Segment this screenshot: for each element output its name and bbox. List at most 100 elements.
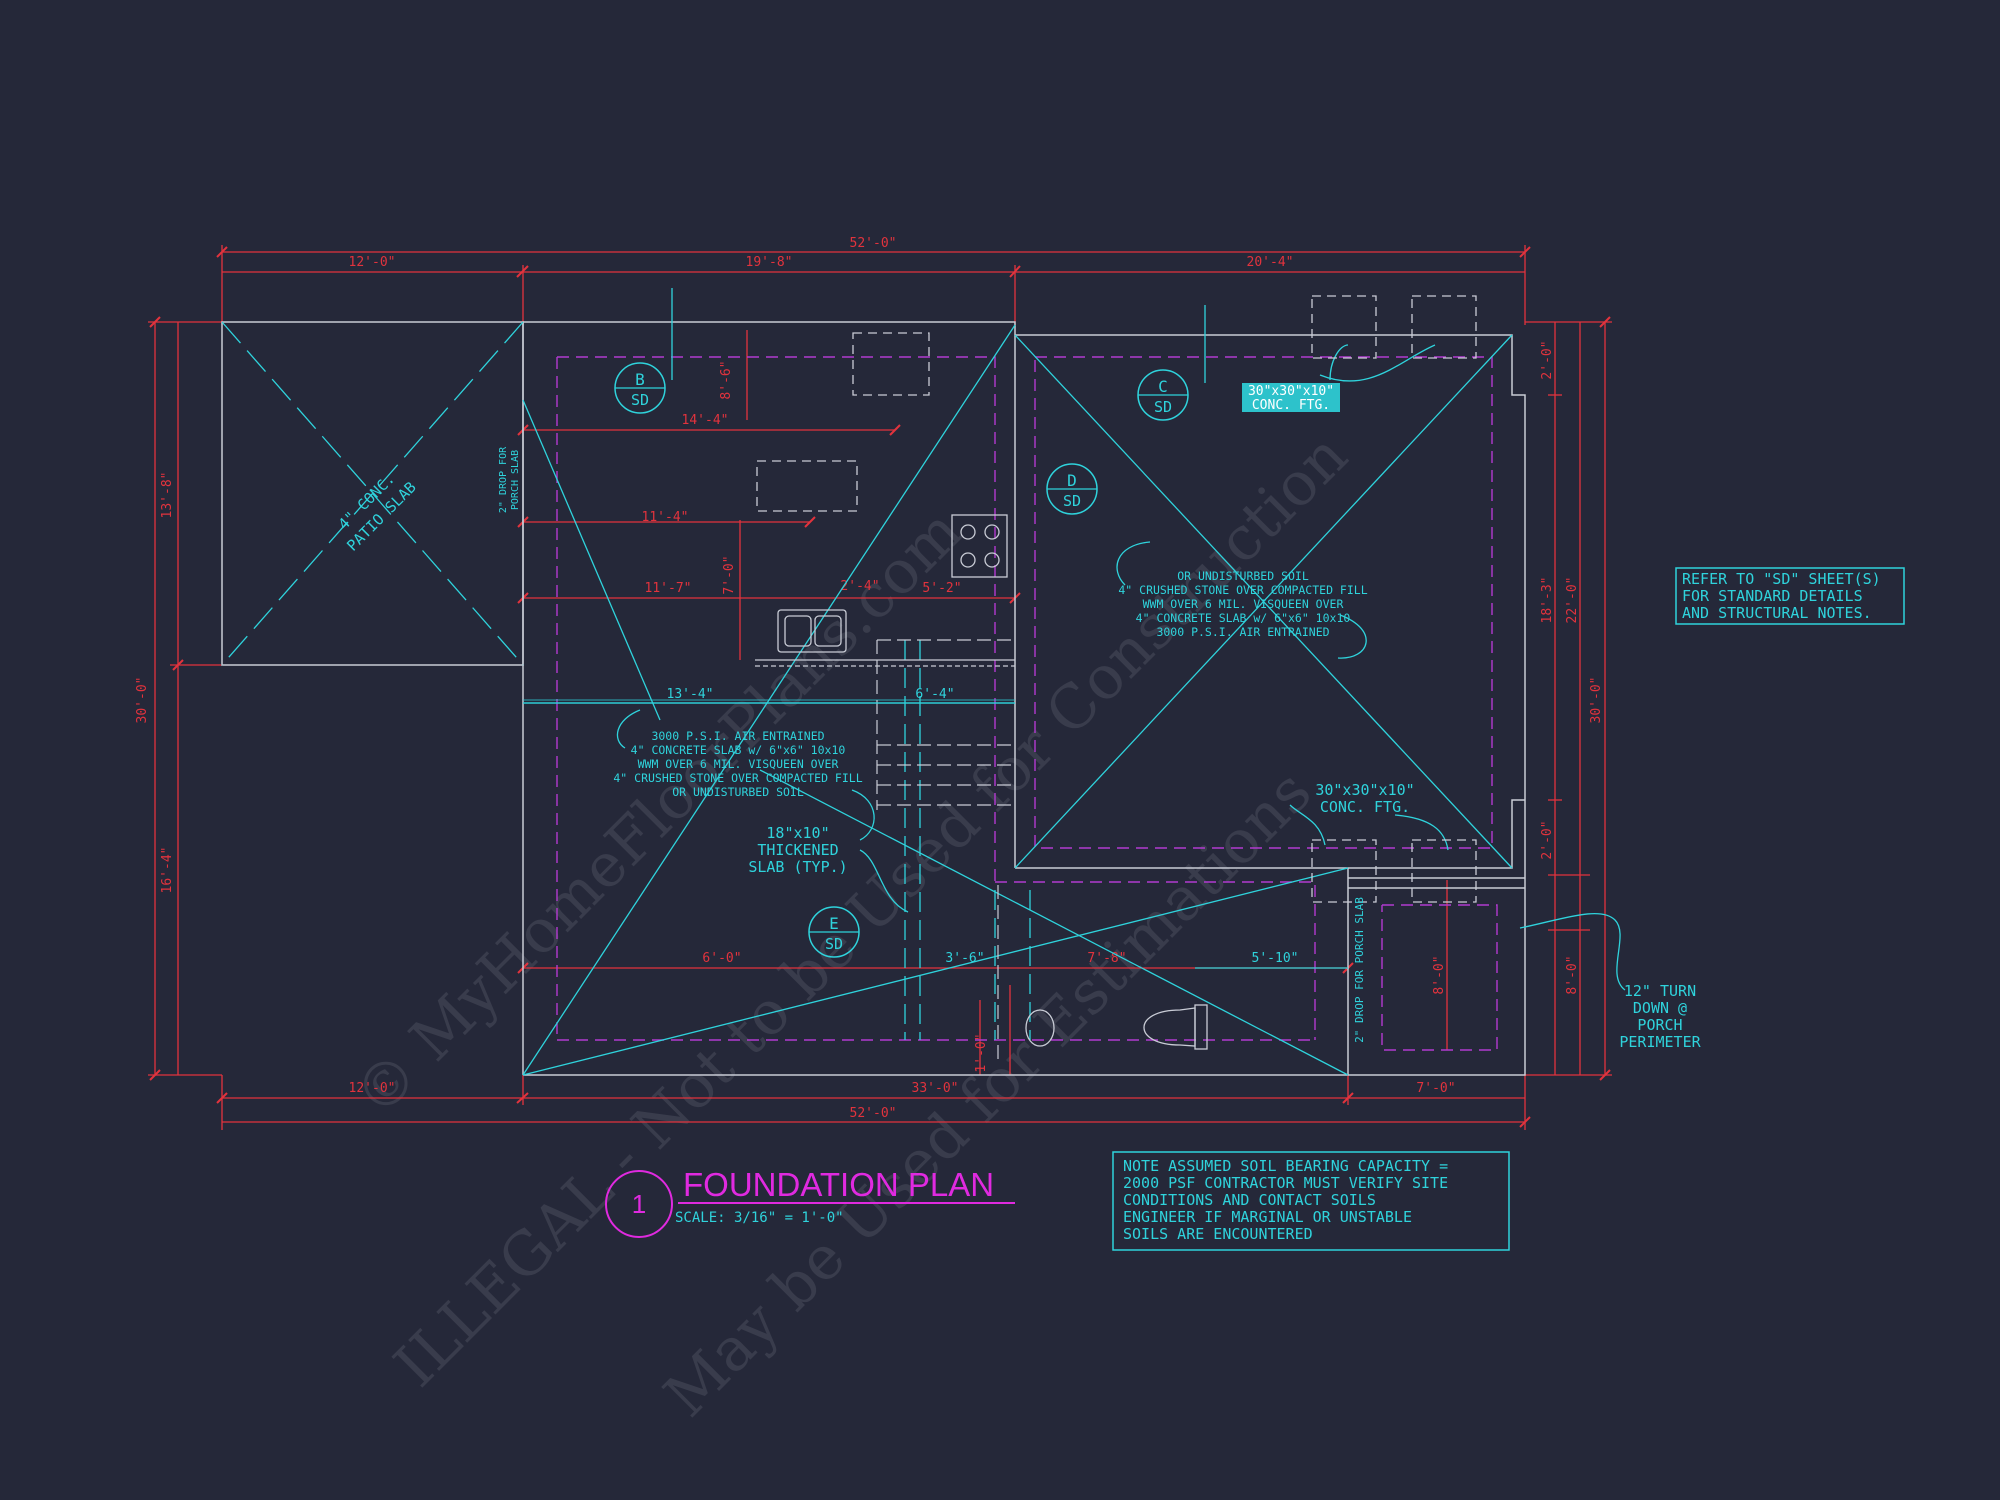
turndown-line: PERIMETER (1619, 1033, 1701, 1051)
dim-14-4: 14'-4" (682, 413, 729, 428)
porch-drop-left-2: PORCH SLAB (510, 450, 521, 510)
dim-11-4: 11'-4" (642, 510, 689, 525)
slab-note-right-line: WWM OVER 6 MIL. VISQUEEN OVER (1143, 597, 1344, 611)
dim-bottom-overall: 52'-0" (850, 1106, 897, 1121)
refer-note-box: REFER TO "SD" SHEET(S) FOR STANDARD DETA… (1675, 567, 1905, 625)
dim-right-seg-5: 8'-0" (1565, 955, 1580, 994)
slab-note-left-line: 4" CONCRETE SLAB w/ 6"x6" 10x10 (631, 743, 846, 757)
section-tag-sheet: SD (631, 391, 649, 409)
drawing-number-circle (605, 1170, 673, 1238)
kitchen-sink (777, 609, 847, 653)
turndown-note: 12" TURN DOWN @ PORCH PERIMETER (1619, 982, 1701, 1051)
turndown-line: DOWN @ (1633, 999, 1687, 1017)
toilet (1143, 1007, 1196, 1047)
bath-walls (876, 639, 1015, 1065)
porch-drop-right: 2" DROP FOR PORCH SLAB (1353, 897, 1366, 1043)
slab-diagonals (221, 288, 1626, 1076)
section-tag-b[interactable]: B SD (614, 362, 666, 414)
dim-right-seg-2: 18'-3" (1540, 577, 1555, 624)
dim-bottom-seg-1: 12'-0" (349, 1081, 396, 1096)
fixtures (755, 514, 1208, 1050)
dimension-lines (148, 245, 1612, 1130)
section-tag-letter: E (829, 914, 839, 933)
dimension-texts: 52'-0" 12'-0" 19'-8" 20'-4" 52'-0" 12'-0… (135, 236, 1604, 1121)
dim-left-overall: 30'-0" (135, 677, 150, 724)
section-tag-letter: C (1158, 377, 1168, 396)
range-fixture (951, 514, 1008, 578)
footing-top-label-1: 30"x30"x10" (1248, 384, 1334, 399)
wall-outlines (221, 321, 1526, 1076)
section-tag-letter: D (1067, 471, 1077, 490)
soil-note-line: 2000 PSF CONTRACTOR MUST VERIFY SITE (1123, 1174, 1448, 1192)
dim-7-8: 7'-8" (1087, 951, 1126, 966)
dim-8-6: 8'-6" (719, 360, 734, 399)
turndown-line: PORCH (1637, 1016, 1682, 1034)
dim-5-2: 5'-2" (922, 581, 961, 596)
dim-8-0: 8'-0" (1432, 955, 1447, 994)
refer-note-line: FOR STANDARD DETAILS (1682, 587, 1863, 605)
section-tag-c[interactable]: C SD (1137, 369, 1189, 421)
dim-top-overall: 52'-0" (850, 236, 897, 251)
slab-note-left: 3000 P.S.I. AIR ENTRAINED 4" CONCRETE SL… (613, 729, 862, 799)
soil-note-line: SOILS ARE ENCOUNTERED (1123, 1225, 1313, 1243)
slab-note-left-line: WWM OVER 6 MIL. VISQUEEN OVER (638, 757, 839, 771)
thickened-line: 18"x10" (766, 824, 829, 842)
refer-note-line: REFER TO "SD" SHEET(S) (1682, 570, 1881, 588)
dim-right-seg-3: 22'-0" (1565, 577, 1580, 624)
dim-1-0: 1'-0" (974, 1033, 989, 1072)
section-tag-sheet: SD (825, 935, 843, 953)
cyan-dims: 13'-4" 6'-4" 3'-6" 5'-10" (523, 687, 1298, 966)
dim-right-seg-1: 2'-0" (1540, 340, 1555, 379)
section-tags: B SD C SD D SD E SD (614, 362, 1189, 958)
dim-5-10: 5'-10" (1252, 951, 1299, 966)
dim-7-0: 7'-0" (722, 555, 737, 594)
drawing-scale: SCALE: 3/16" = 1'-0" (675, 1210, 844, 1226)
drawing-title: FOUNDATION PLAN (683, 1166, 994, 1203)
dim-right-seg-4: 2'-0" (1540, 820, 1555, 859)
dim-6-4: 6'-4" (915, 687, 954, 702)
slab-note-right: OR UNDISTURBED SOIL 4" CRUSHED STONE OVE… (1118, 569, 1367, 639)
soil-note-line: CONDITIONS AND CONTACT SOILS (1123, 1191, 1376, 1209)
dim-bottom-seg-2: 33'-0" (912, 1081, 959, 1096)
turndown-line: 12" TURN (1624, 982, 1696, 1000)
dim-3-6: 3'-6" (945, 951, 984, 966)
porch-drop-left-1: 2" DROP FOR (498, 446, 509, 513)
footing-top-label-2: CONC. FTG. (1252, 398, 1330, 413)
section-tag-e[interactable]: E SD (808, 906, 860, 958)
footing-label-highlight (1242, 383, 1340, 412)
footing-bottom-label-1: 30"x30"x10" (1315, 781, 1414, 799)
soil-note-box: NOTE ASSUMED SOIL BEARING CAPACITY = 200… (1112, 1151, 1510, 1251)
lavatory (1025, 1009, 1055, 1047)
slab-note-right-line: 4" CRUSHED STONE OVER COMPACTED FILL (1118, 583, 1367, 597)
dim-13-4: 13'-4" (667, 687, 714, 702)
dim-bottom-seg-3: 7'-0" (1416, 1081, 1455, 1096)
thickened-line: THICKENED (757, 841, 838, 859)
dim-top-seg-2: 19'-8" (746, 255, 793, 270)
slab-note-left-line: OR UNDISTURBED SOIL (672, 785, 804, 799)
thickened-line: SLAB (TYP.) (748, 858, 847, 876)
annotations: 4" CONC. PATIO SLAB 2" DROP FOR PORCH SL… (335, 383, 1702, 1051)
slab-note-right-line: 4" CONCRETE SLAB w/ 6"x6" 10x10 (1136, 611, 1351, 625)
section-tag-sheet: SD (1063, 492, 1081, 510)
dim-right-overall: 30'-0" (1589, 677, 1604, 724)
slab-note-right-line: OR UNDISTURBED SOIL (1177, 569, 1309, 583)
section-tag-d[interactable]: D SD (1046, 463, 1098, 515)
slab-note-left-line: 4" CRUSHED STONE OVER COMPACTED FILL (613, 771, 862, 785)
footing-pads (756, 295, 1477, 903)
dim-left-seg-1: 13'-8" (160, 472, 175, 519)
section-tag-sheet: SD (1154, 398, 1172, 416)
dim-top-seg-1: 12'-0" (349, 255, 396, 270)
dim-left-seg-2: 16'-4" (160, 847, 175, 894)
thickened-slab-note: 18"x10" THICKENED SLAB (TYP.) (748, 824, 847, 876)
dim-11-7: 11'-7" (645, 581, 692, 596)
dim-6-0: 6'-0" (702, 951, 741, 966)
slab-note-right-line: 3000 P.S.I. AIR ENTRAINED (1156, 625, 1329, 639)
title-block: 1 FOUNDATION PLAN SCALE: 3/16" = 1'-0" (605, 1166, 1015, 1238)
section-tag-letter: B (635, 370, 645, 389)
refer-note-line: AND STRUCTURAL NOTES. (1682, 604, 1872, 622)
footprint-dashed (556, 356, 1498, 1051)
dim-2-4: 2'-4" (840, 579, 879, 594)
soil-note-line: NOTE ASSUMED SOIL BEARING CAPACITY = (1123, 1157, 1448, 1175)
footing-bottom-label-2: CONC. FTG. (1320, 798, 1410, 816)
